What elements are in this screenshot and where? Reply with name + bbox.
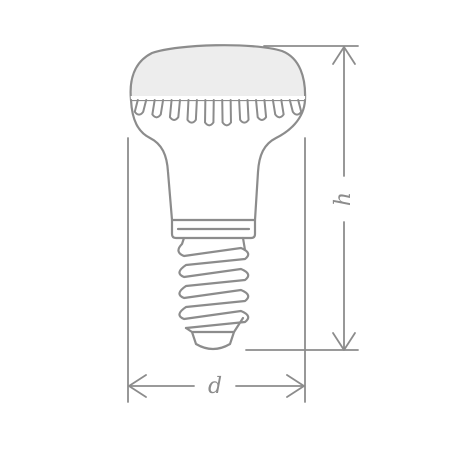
heatsink-fin <box>221 99 232 127</box>
heatsink-fin <box>255 99 268 121</box>
lamp-body <box>129 98 307 222</box>
heatsink-fin <box>133 99 148 116</box>
screw-thread <box>177 236 250 330</box>
lamp-outline <box>129 44 307 351</box>
lamp-collar <box>170 218 257 240</box>
height-arrow-bottom <box>332 332 356 351</box>
heatsink-fin <box>186 99 198 124</box>
heatsink-fin <box>151 99 165 119</box>
dimension-lines <box>127 45 359 403</box>
heatsink-fin <box>204 99 215 127</box>
diameter-label: d <box>208 374 222 399</box>
screw-wall <box>184 236 247 334</box>
diameter-arrow-right <box>286 374 305 398</box>
base-tip <box>190 330 236 351</box>
heatsink-fin <box>168 99 181 121</box>
heatsink-fin <box>288 99 303 116</box>
heatsink-fin <box>238 99 250 124</box>
height-label: h <box>331 192 356 206</box>
screw-base <box>177 236 250 334</box>
heatsink-fin <box>271 99 285 119</box>
height-arrow-top <box>332 46 356 65</box>
diameter-arrow-left <box>128 374 147 398</box>
heatsink-fins <box>133 99 303 127</box>
lamp-dome <box>129 44 307 102</box>
